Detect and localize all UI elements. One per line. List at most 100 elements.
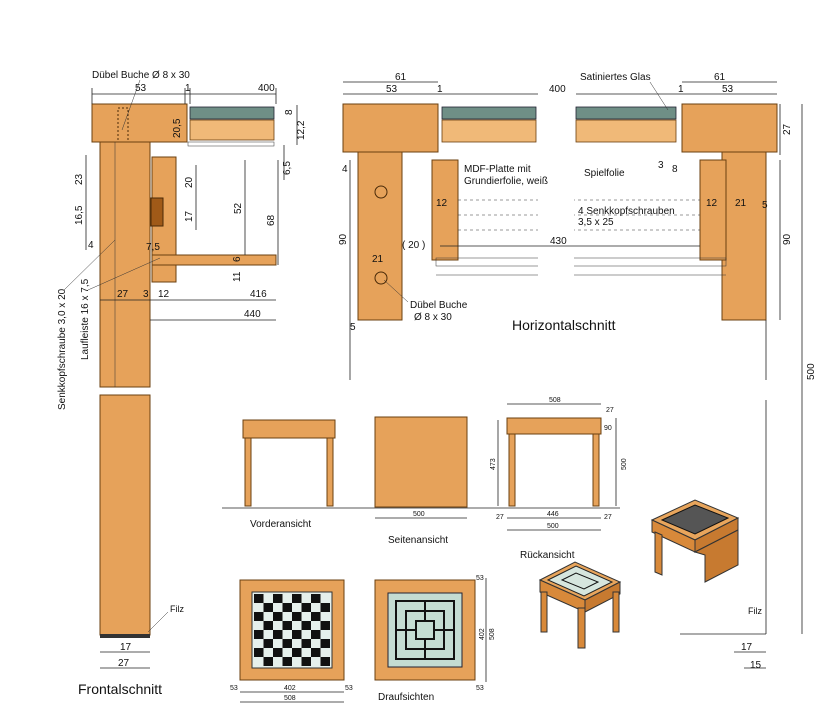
hz-glass-frame-right xyxy=(575,119,677,143)
dim-12-2: 12,2 xyxy=(296,120,307,140)
dim-400: 400 xyxy=(258,83,275,94)
hz-left-leg xyxy=(357,151,403,321)
top-view-mill: 53 402 508 53 Draufsichten xyxy=(374,575,496,703)
frontal-leg-upper xyxy=(99,141,151,388)
iso-mill-leg xyxy=(612,591,620,633)
hz-glass-right xyxy=(575,106,677,120)
dim-500: 500 xyxy=(806,363,817,380)
dim-17: 17 xyxy=(184,210,195,222)
chess-square xyxy=(301,621,311,630)
dim-53: 53 xyxy=(135,83,147,94)
dim-53: 53 xyxy=(386,84,398,95)
leader xyxy=(649,81,669,111)
dim-12-right: 12 xyxy=(706,198,718,209)
hz-left-apron xyxy=(431,159,459,261)
leader xyxy=(87,257,161,291)
dim-27-back-r: 27 xyxy=(604,514,612,521)
bv-leg-left xyxy=(508,433,516,507)
frontal-felt xyxy=(100,634,150,638)
dim-20-5: 20,5 xyxy=(172,118,183,138)
chess-square xyxy=(254,648,264,657)
dim-4-hz: 4 xyxy=(342,164,348,175)
iso-table-mill xyxy=(538,561,622,649)
hz-right-apron xyxy=(699,159,727,261)
leader xyxy=(147,611,169,633)
chess-square xyxy=(273,612,283,621)
dim-508-mill: 508 xyxy=(489,628,496,640)
dim-4: 4 xyxy=(88,240,94,251)
chess-square xyxy=(273,594,283,603)
dim-17-bottom: 17 xyxy=(120,642,132,653)
chess-square xyxy=(254,594,264,603)
chess-square xyxy=(301,639,311,648)
hz-glass-frame-left xyxy=(441,119,537,143)
chess-square xyxy=(301,657,311,666)
hz-right-frame xyxy=(681,103,778,153)
leader xyxy=(63,239,116,291)
dim-27-hz: 27 xyxy=(782,123,793,135)
fv-top xyxy=(242,419,336,439)
iso-mill-lines xyxy=(560,572,600,590)
bv-top xyxy=(506,417,602,435)
chess-square xyxy=(273,648,283,657)
hz-left-frame xyxy=(342,103,439,153)
frontal-block xyxy=(150,197,164,227)
dim-416: 416 xyxy=(250,289,267,300)
title-side-view: Seitenansicht xyxy=(388,535,448,546)
fv-leg-left xyxy=(244,437,252,507)
dim-1-right: 1 xyxy=(678,84,684,95)
dim-53-mill-b: 53 xyxy=(476,685,484,692)
iso-mill-board xyxy=(546,565,614,597)
dim-23: 23 xyxy=(74,173,85,185)
chess-square xyxy=(320,603,330,612)
dim-20-bracket: ( 20 ) xyxy=(402,240,425,251)
dim-1: 1 xyxy=(437,84,443,95)
horizontal-section: 61 53 1 400 61 1 53 Satiniertes Glas 27 … xyxy=(338,72,793,380)
frontal-runner xyxy=(151,254,277,266)
title-back-view: Rückansicht xyxy=(520,550,575,561)
chess-square xyxy=(311,612,321,621)
iso-table-chess xyxy=(650,499,740,583)
chess-square xyxy=(273,630,283,639)
dim-27-back-l: 27 xyxy=(496,514,504,521)
dim-402-chess: 402 xyxy=(284,685,296,692)
hz-glass-left xyxy=(441,106,537,120)
chess-square xyxy=(320,639,330,648)
dim-17-right: 17 xyxy=(741,642,753,653)
label-runner: Laufleiste 16 x 7,5 xyxy=(80,278,91,360)
dim-8-hz: 8 xyxy=(672,164,678,175)
dim-500-side: 500 xyxy=(413,511,425,518)
dim-7-5: 7,5 xyxy=(146,242,160,253)
chess-squares xyxy=(254,594,330,666)
sv-body xyxy=(374,416,468,508)
dim-402-mill: 402 xyxy=(479,628,486,640)
chess-square xyxy=(301,603,311,612)
hz-runner xyxy=(435,257,727,267)
title-frontal: Frontalschnitt xyxy=(78,681,162,697)
chess-square xyxy=(282,621,292,630)
title-horizontal: Horizontalschnitt xyxy=(512,317,616,333)
dim-61: 61 xyxy=(395,72,407,83)
chess-square xyxy=(320,657,330,666)
frontal-mdf xyxy=(187,141,275,147)
dim-430: 430 xyxy=(550,236,567,247)
dim-400: 400 xyxy=(549,84,566,95)
dim-500-back: 500 xyxy=(621,458,628,470)
leader xyxy=(121,79,141,131)
chess-square xyxy=(282,639,292,648)
label-screws-2: 3,5 x 25 xyxy=(578,217,614,228)
chess-square xyxy=(311,648,321,657)
label-dowel-mid-2: Ø 8 x 30 xyxy=(414,312,452,323)
dim-53-right: 53 xyxy=(722,84,734,95)
dim-5-left: 5 xyxy=(350,322,356,333)
chess-square xyxy=(320,621,330,630)
chess-square xyxy=(292,612,302,621)
chess-square xyxy=(282,603,292,612)
iso-chess-board xyxy=(660,504,730,535)
dim-6-5: 6,5 xyxy=(282,161,293,175)
dim-52: 52 xyxy=(233,202,244,214)
dim-61-right: 61 xyxy=(714,72,726,83)
fv-leg-right xyxy=(326,437,334,507)
label-dowel-mid-1: Dübel Buche xyxy=(410,300,468,311)
